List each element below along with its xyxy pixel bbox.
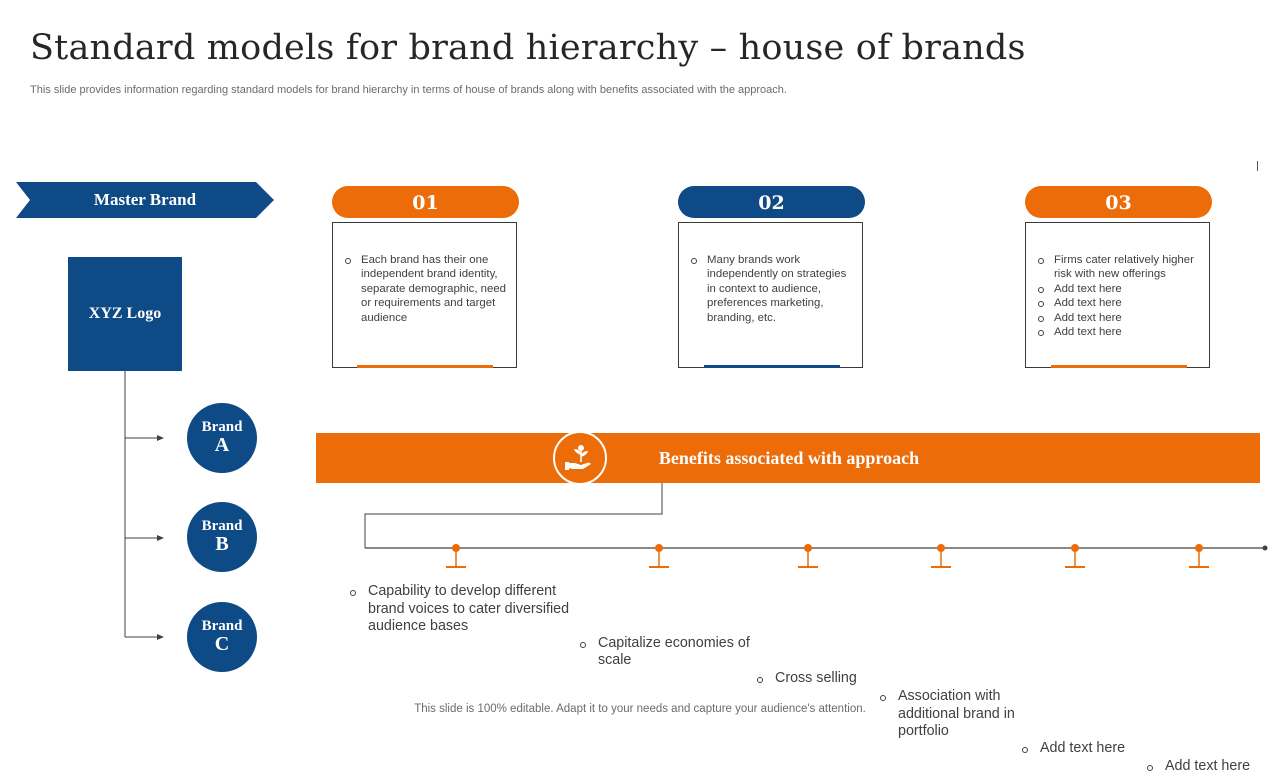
list-item: Firms cater relatively higher risk with … xyxy=(1038,253,1199,282)
list-item: Add text here xyxy=(1038,311,1199,325)
card-01: Each brand has their one independent bra… xyxy=(332,222,517,368)
benefit-item: Add text here xyxy=(1022,740,1160,758)
edge-marker xyxy=(1257,161,1258,171)
logo-box: XYZ Logo xyxy=(68,257,182,371)
connector-lines xyxy=(124,371,1268,640)
brand-b-circle: Brand B xyxy=(187,502,257,572)
card-list: Firms cater relatively higher risk with … xyxy=(1026,223,1209,339)
brand-a-circle: Brand A xyxy=(187,403,257,473)
benefit-item: Capitalize economies of scale xyxy=(580,635,768,670)
master-brand-banner xyxy=(16,182,274,218)
list-item: Add text here xyxy=(1038,325,1199,339)
benefits-banner xyxy=(316,433,1260,483)
page-title: Standard models for brand hierarchy – ho… xyxy=(30,28,1026,68)
brand-label: Brand xyxy=(201,418,243,435)
brand-letter: A xyxy=(214,434,230,457)
card-underline xyxy=(357,365,493,368)
list-item: Each brand has their one independent bra… xyxy=(345,253,506,325)
card-number-02: 02 xyxy=(678,186,865,218)
list-item: Add text here xyxy=(1038,296,1199,310)
list-item: Add text here xyxy=(1038,282,1199,296)
card-list: Each brand has their one independent bra… xyxy=(333,223,516,325)
brand-label: Brand xyxy=(201,517,243,534)
card-underline xyxy=(704,365,840,368)
card-number-01: 01 xyxy=(332,186,519,218)
benefit-item: Add text here xyxy=(1147,758,1280,776)
card-number-03: 03 xyxy=(1025,186,1212,218)
brand-c-circle: Brand C xyxy=(187,602,257,672)
brand-letter: B xyxy=(215,533,229,556)
card-03: Firms cater relatively higher risk with … xyxy=(1025,222,1210,368)
benefit-item: Cross selling xyxy=(757,670,890,688)
brand-label: Brand xyxy=(201,617,243,634)
page-subtitle: This slide provides information regardin… xyxy=(30,84,787,96)
logo-label: XYZ Logo xyxy=(88,305,162,322)
card-underline xyxy=(1051,365,1187,368)
hand-money-icon xyxy=(553,431,607,485)
footer-note: This slide is 100% editable. Adapt it to… xyxy=(414,703,866,715)
card-02: Many brands work independently on strate… xyxy=(678,222,863,368)
benefit-item: Capability to develop different brand vo… xyxy=(350,583,588,636)
benefits-title: Benefits associated with approach xyxy=(658,448,920,468)
master-brand-label: Master Brand xyxy=(93,190,197,209)
card-list: Many brands work independently on strate… xyxy=(679,223,862,325)
list-item: Many brands work independently on strate… xyxy=(691,253,852,325)
brand-letter: C xyxy=(214,633,230,656)
